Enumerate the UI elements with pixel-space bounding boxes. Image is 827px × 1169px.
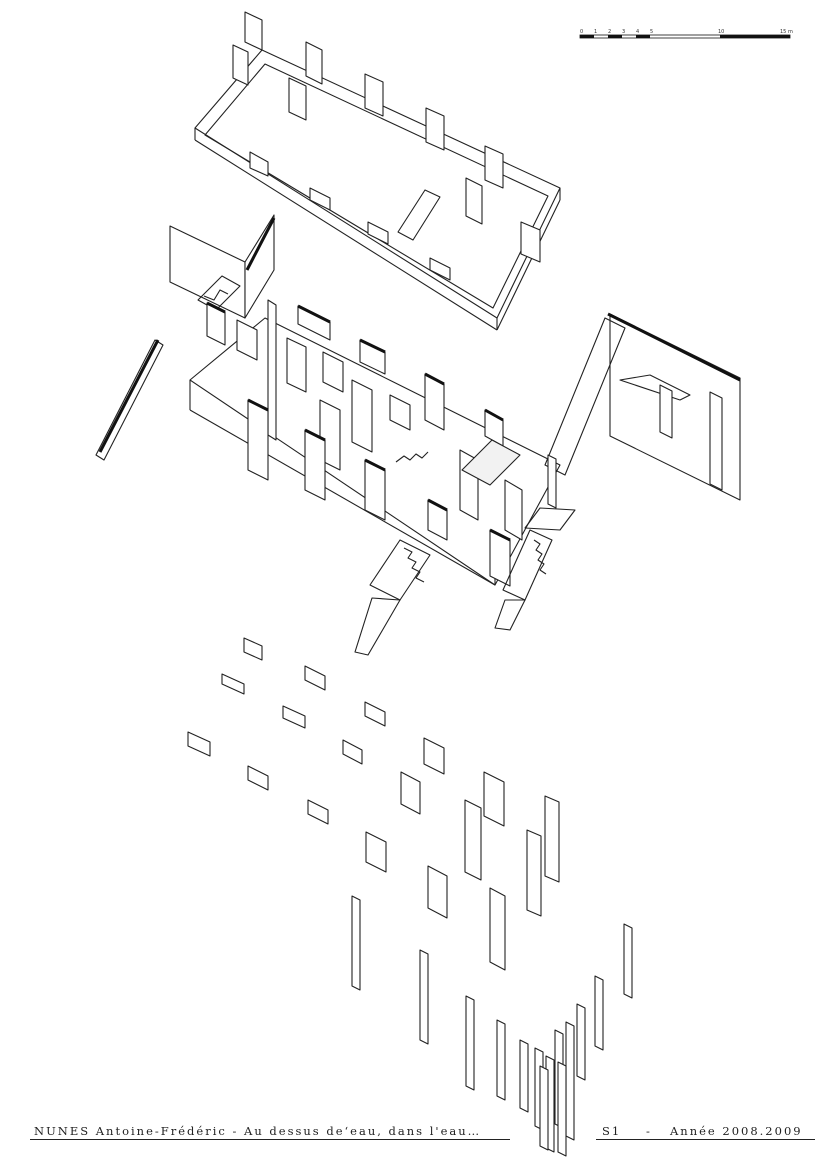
footer-author-title: NUNES Antoine-Frédéric - Au dessus de‘ea… <box>34 1124 482 1138</box>
scale-tick: 5 <box>650 29 653 35</box>
footer-caption: NUNES Antoine-Frédéric - Au dessus de‘ea… <box>30 1124 815 1144</box>
scale-tick: 15 m <box>780 29 793 35</box>
main-floor-with-partitions-and-stairs <box>95 214 741 656</box>
scale-tick: 1 <box>594 29 597 35</box>
footer-year: Année 2008.2009 <box>670 1124 803 1138</box>
scale-tick: 4 <box>636 29 639 35</box>
footer-semester: S1 <box>602 1124 622 1138</box>
scale-bar: 0 1 2 3 4 5 10 15 m <box>579 29 793 39</box>
foundation-blocks <box>187 637 560 971</box>
footer-rule-left <box>30 1139 510 1140</box>
pilotis-columns <box>351 895 633 1157</box>
scale-tick: 3 <box>622 29 625 35</box>
scale-tick: 0 <box>580 29 583 35</box>
footer-separator: - <box>646 1124 652 1138</box>
roof-slab-and-parapet <box>194 11 561 331</box>
footer-rule-right <box>596 1139 815 1140</box>
scale-tick: 10 <box>718 29 724 35</box>
scale-tick: 2 <box>608 29 611 35</box>
